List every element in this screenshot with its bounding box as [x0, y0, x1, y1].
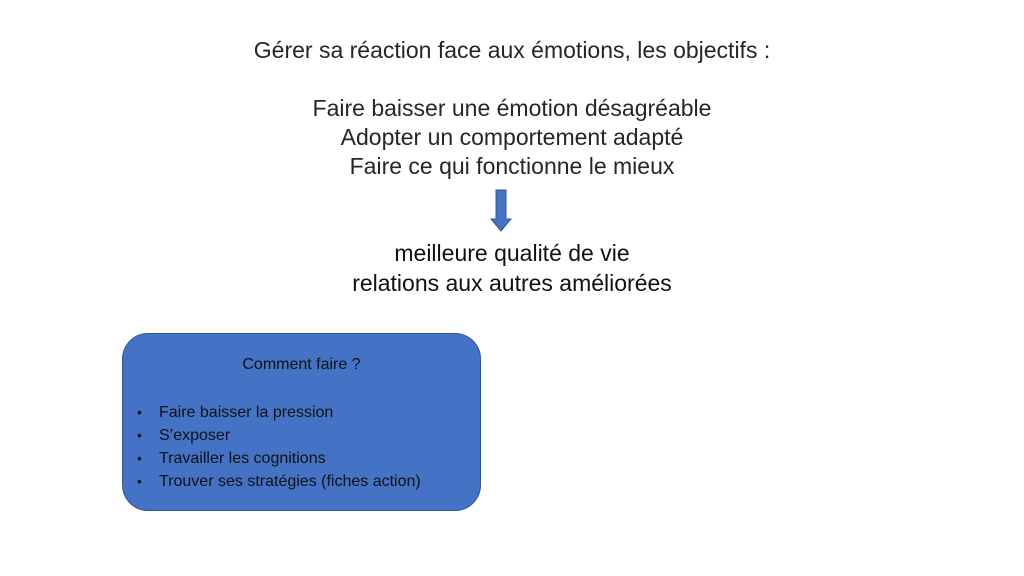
- objective-item: Faire baisser une émotion désagréable: [312, 95, 712, 121]
- list-item: • Faire baisser la pression: [137, 401, 421, 424]
- arrow-down-icon: [489, 189, 513, 232]
- howto-list: • Faire baisser la pression • S’exposer …: [137, 401, 421, 493]
- objective-item: Faire ce qui fonctionne le mieux: [349, 153, 675, 179]
- list-item-text: Travailler les cognitions: [159, 450, 326, 467]
- list-item-text: Trouver ses stratégies (fiches action): [159, 473, 421, 490]
- result-item: meilleure qualité de vie: [394, 240, 630, 266]
- bullet-icon: •: [137, 427, 142, 443]
- list-item: • Travailler les cognitions: [137, 447, 421, 470]
- slide-title: Gérer sa réaction face aux émotions, les…: [0, 36, 1024, 65]
- list-item-text: S’exposer: [159, 427, 231, 444]
- howto-title: Comment faire ?: [242, 356, 361, 373]
- bullet-icon: •: [137, 450, 142, 466]
- list-item: • S’exposer: [137, 424, 421, 447]
- result-item: relations aux autres améliorées: [352, 270, 672, 296]
- list-item-text: Faire baisser la pression: [159, 404, 334, 421]
- results-block: meilleure qualité de vie relations aux a…: [0, 238, 1024, 298]
- title-text: Gérer sa réaction face aux émotions, les…: [253, 37, 771, 63]
- howto-box: Comment faire ? • Faire baisser la press…: [122, 333, 481, 511]
- list-item: • Trouver ses stratégies (fiches action): [137, 470, 421, 493]
- objectives-list: Faire baisser une émotion désagréable Ad…: [0, 94, 1024, 181]
- objective-item: Adopter un comportement adapté: [340, 124, 684, 150]
- bullet-icon: •: [137, 404, 142, 420]
- bullet-icon: •: [137, 473, 142, 489]
